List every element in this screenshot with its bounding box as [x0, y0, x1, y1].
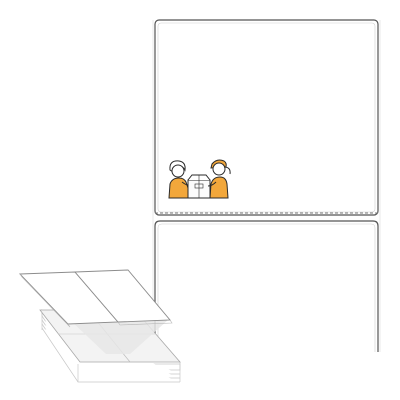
lifted-sheet-edge — [19, 273, 71, 328]
person-right-icon — [207, 159, 231, 199]
label-top-inner-border — [157, 22, 376, 213]
lifted-sheet-edge-2 — [117, 319, 173, 326]
label-top — [154, 19, 379, 216]
fanfold-stack-icon — [18, 269, 181, 383]
label-bottom-inner-border — [157, 223, 376, 352]
label-bottom — [154, 220, 379, 352]
person-left-icon — [168, 160, 193, 199]
package-box-icon — [187, 174, 211, 199]
label-roll — [152, 19, 381, 352]
fold-shadow — [68, 318, 168, 354]
delivery-illustration — [168, 159, 231, 199]
